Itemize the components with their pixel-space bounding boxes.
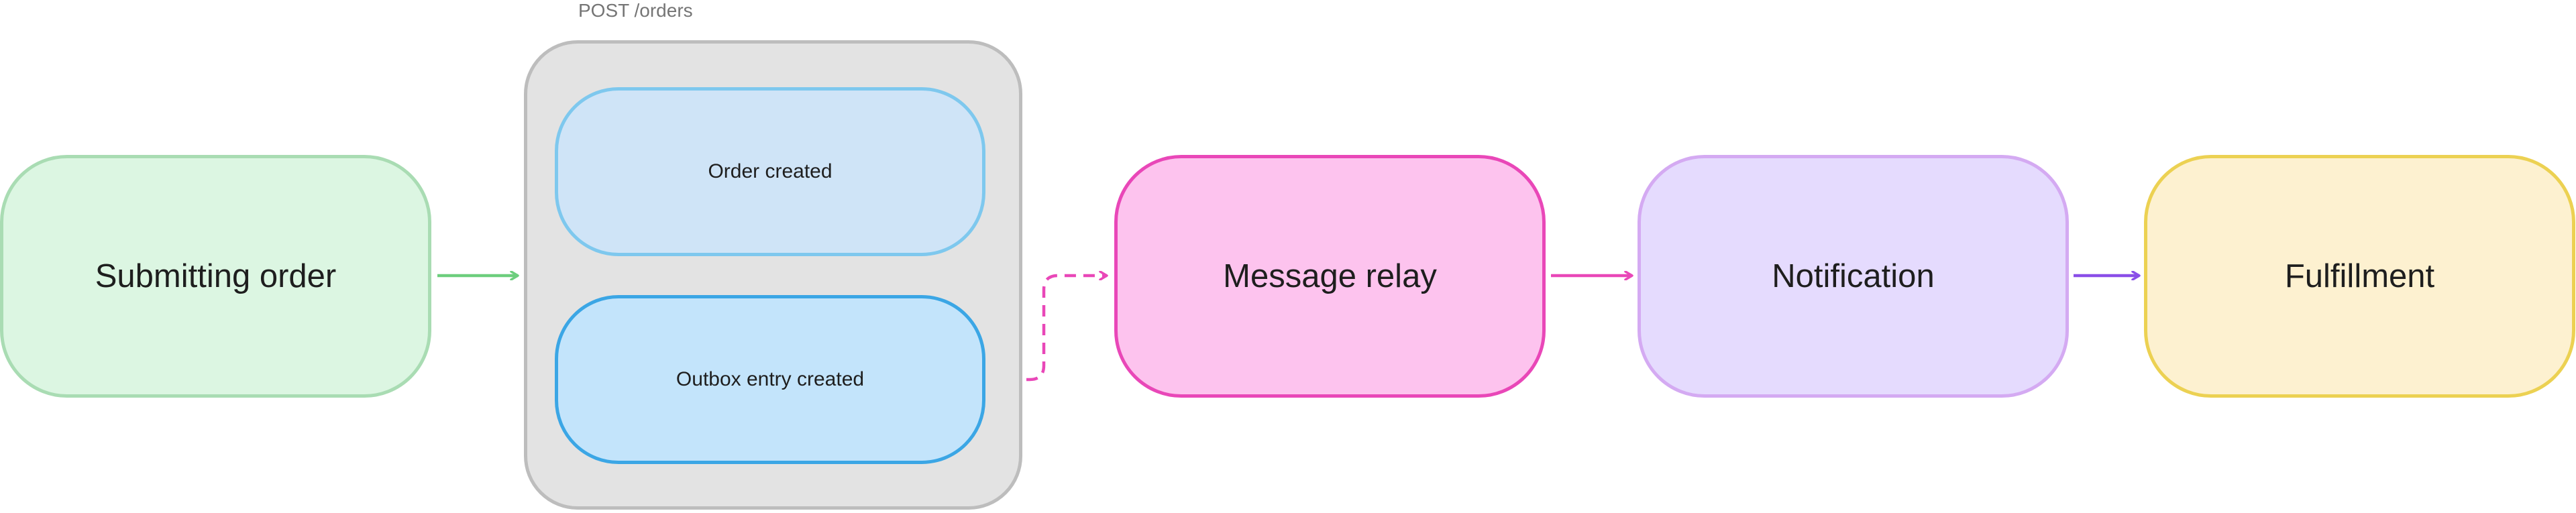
outbox-entry-created-label: Outbox entry created — [676, 368, 865, 390]
fulfillment-node[interactable]: Fulfillment — [2144, 155, 2575, 398]
fulfillment-label: Fulfillment — [2284, 258, 2435, 294]
notification-node[interactable]: Notification — [1638, 155, 2069, 398]
order-created-node[interactable]: Order created — [555, 87, 985, 256]
message-relay-label: Message relay — [1223, 258, 1437, 294]
message-relay-node[interactable]: Message relay — [1114, 155, 1546, 398]
notification-label: Notification — [1772, 258, 1935, 294]
submitting-order-label: Submitting order — [95, 258, 337, 294]
order-created-label: Order created — [708, 160, 833, 182]
group-label: POST /orders — [578, 0, 693, 21]
submitting-order-node[interactable]: Submitting order — [0, 155, 431, 398]
edge-outbox-to-relay — [989, 276, 1107, 382]
outbox-entry-created-node[interactable]: Outbox entry created — [555, 295, 985, 464]
